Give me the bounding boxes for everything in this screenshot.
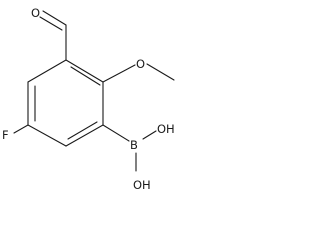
- ring-bond-bottom-right: [65, 124, 104, 147]
- ring-bond-bottom-right-inner: [67, 121, 98, 140]
- ring-bond-top-right: [27, 59, 67, 83]
- aldehyde-carbonyl-bond-outer: [42, 10, 67, 26]
- upper-hydroxyl-label: OH: [157, 122, 175, 136]
- methoxy-group: O: [102, 57, 175, 83]
- chemical-structure: O O F B OH OH: [2, 6, 175, 192]
- benzene-ring: [27, 59, 104, 147]
- aldehyde-carbonyl-bond-inner: [39, 16, 63, 31]
- lower-hydroxyl-label: OH: [133, 178, 151, 192]
- methoxy-oxygen-label: O: [136, 57, 145, 71]
- fluorine-label: F: [2, 128, 9, 142]
- ring-bond-bottom-left: [27, 124, 67, 147]
- boron-label: B: [130, 138, 138, 152]
- ring-to-fluorine-bond: [13, 124, 29, 134]
- methoxy-methyl-bond: [146, 63, 175, 81]
- fluoro-substituent: F: [2, 124, 29, 142]
- aldehyde-group: O: [31, 6, 67, 61]
- ring-bond-top-left-inner: [70, 66, 101, 86]
- boron-to-upper-hydroxyl-bond: [142, 130, 157, 140]
- aldehyde-oxygen-label: O: [31, 6, 40, 20]
- ring-to-methoxy-oxygen-bond: [102, 64, 136, 83]
- ring-bond-top-left: [65, 59, 104, 83]
- boronic-acid-group: B OH OH: [102, 122, 175, 192]
- ring-to-boron-bond: [102, 124, 130, 142]
